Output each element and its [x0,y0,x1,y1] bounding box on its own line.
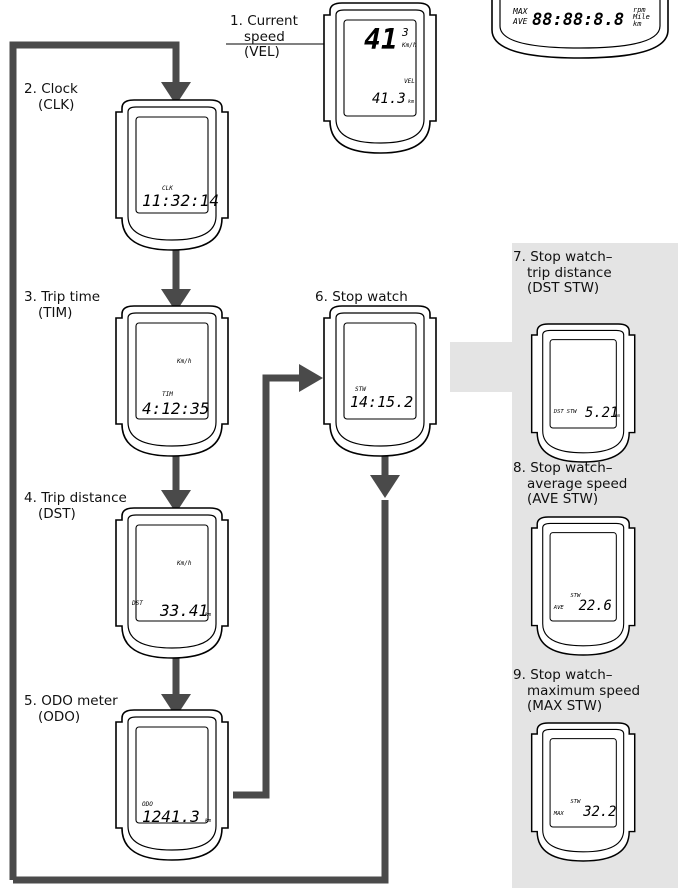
max-stw-flash: STW [570,799,581,805]
arrow-from-stopwatch [370,475,400,498]
dst-stw-unit: km [614,413,620,419]
stopwatch-panel-connector [450,342,512,392]
clock-tag: CLK [162,185,173,192]
stopwatch-flash: STW [355,386,367,393]
arrow-to-trip-time [161,289,191,312]
legend-unit-mile: Mile [632,13,650,21]
speed-unit: km [408,99,414,105]
legend-digits: 88:88:8.8 [532,10,624,30]
label-stop-watch: 6. Stop watch [315,289,408,306]
label-6-line-1: Stop watch [332,289,408,305]
device-trip-distance: Km/h DST 33.41 km [115,507,229,659]
label-9-number: 9. [513,667,526,683]
label-7-line-2: trip distance [527,264,612,281]
trip-distance-unit: km [205,612,211,618]
label-7-line-3: (DST STW) [527,280,600,296]
label-4-line-2: (DST) [38,505,76,522]
label-trip-time: 3. Trip time (TIM) [24,289,101,321]
label-trip-distance: 4. Trip distance (DST) [24,490,127,522]
arrow-to-trip-distance [161,490,191,513]
legend-max-prefix: MAX [512,7,529,16]
odo-tag: ODO [142,801,153,808]
label-9-line-2: maximum speed [527,682,641,699]
device-stopwatch-average-speed: STW AVE 22.6 [530,516,636,656]
label-7-number: 7. [513,249,526,265]
label-8-line-2: average speed [527,475,628,492]
speed-big-decimal: 3 [401,26,409,39]
label-stopwatch-average-speed: 8. Stop watch– average speed (AVE STW) [513,460,628,508]
label-3-number: 3. [24,289,37,305]
display-legend-partial: MAX AVE 88:88:8.8 rpm Mile km [491,0,669,59]
label-4-number: 4. [24,490,37,506]
trip-time-tag: TIM [162,391,173,398]
label-8-number: 8. [513,460,526,476]
legend-unit-rpm: rpm [633,6,646,14]
arrow-to-stopwatch [299,364,323,392]
label-8-line-1: Stop watch– [530,460,613,476]
stopwatch-value: 14:15.2 [350,393,413,411]
label-2-number: 2. [24,81,37,97]
legend-ave-prefix: AVE [512,17,528,26]
label-3-line-1: Trip time [41,289,101,305]
device-clock: CLK 11:32:14 [115,99,229,251]
label-clock: 2. Clock (CLK) [24,81,78,113]
arrow-to-odo [161,694,191,717]
label-1-line-3: (VEL) [244,44,280,60]
label-2-line-1: Clock [41,81,78,97]
dst-stw-value: 5.21 [585,405,618,421]
label-5-line-1: ODO meter [41,693,118,709]
dst-stw-flash: STW [567,409,578,415]
speed-big-digits: 41 [364,23,398,56]
legend-unit-km: km [633,20,642,28]
trip-time-value: 4:12:35 [142,399,209,418]
label-8-line-3: (AVE STW) [527,491,599,507]
device-stopwatch-maximum-speed: STW MAX 32.2 [530,722,636,862]
label-5-number: 5. [24,693,37,709]
trip-distance-tag: DST [131,600,143,607]
trip-time-flash: Km/h [176,358,192,365]
ave-stw-flash: STW [570,593,581,599]
ave-stw-tag: AVE [553,605,565,611]
label-stopwatch-maximum-speed: 9. Stop watch– maximum speed (MAX STW) [513,667,641,715]
device-stopwatch: STW 14:15.2 [323,305,437,457]
label-1-line-2: speed [244,28,285,45]
clock-value: 11:32:14 [142,191,219,210]
speed-tag: VEL [404,78,415,85]
max-stw-value: 32.2 [582,804,616,820]
device-trip-time: Km/h TIM 4:12:35 [115,305,229,457]
label-current-speed: 1. Current speed (VEL) [230,13,298,61]
label-4-line-1: Trip distance [41,490,127,506]
label-9-line-3: (MAX STW) [527,698,603,714]
label-5-line-2: (ODO) [38,708,81,725]
device-current-speed: 41 3 Km/h VEL 41.3 km [323,2,437,154]
label-9-line-1: Stop watch– [530,667,613,683]
trip-distance-flash: Km/h [176,560,192,567]
label-6-number: 6. [315,289,328,305]
speed-big-unit: Km/h [401,42,417,49]
ave-stw-value: 22.6 [579,598,612,614]
label-stopwatch-trip-distance: 7. Stop watch– trip distance (DST STW) [513,249,613,297]
max-stw-tag: MAX [553,811,565,817]
device-odo: ODO 1241.3 km [115,709,229,861]
dst-stw-tag: DST [553,409,565,415]
label-1-line-1: Current [247,13,298,29]
speed-value: 41.3 [372,91,406,107]
label-3-line-2: (TIM) [38,304,73,321]
odo-value: 1241.3 [142,807,200,826]
label-7-line-1: Stop watch– [530,249,613,265]
label-2-line-2: (CLK) [38,96,75,113]
device-stopwatch-trip-distance: DST STW 5.21 km [530,323,636,463]
trip-distance-value: 33.41 [159,601,208,620]
arrowheads [161,82,400,717]
label-odo-meter: 5. ODO meter (ODO) [24,693,118,725]
label-1-number: 1. [230,13,243,29]
arrow-to-clock [161,82,191,105]
odo-unit: km [205,818,211,824]
